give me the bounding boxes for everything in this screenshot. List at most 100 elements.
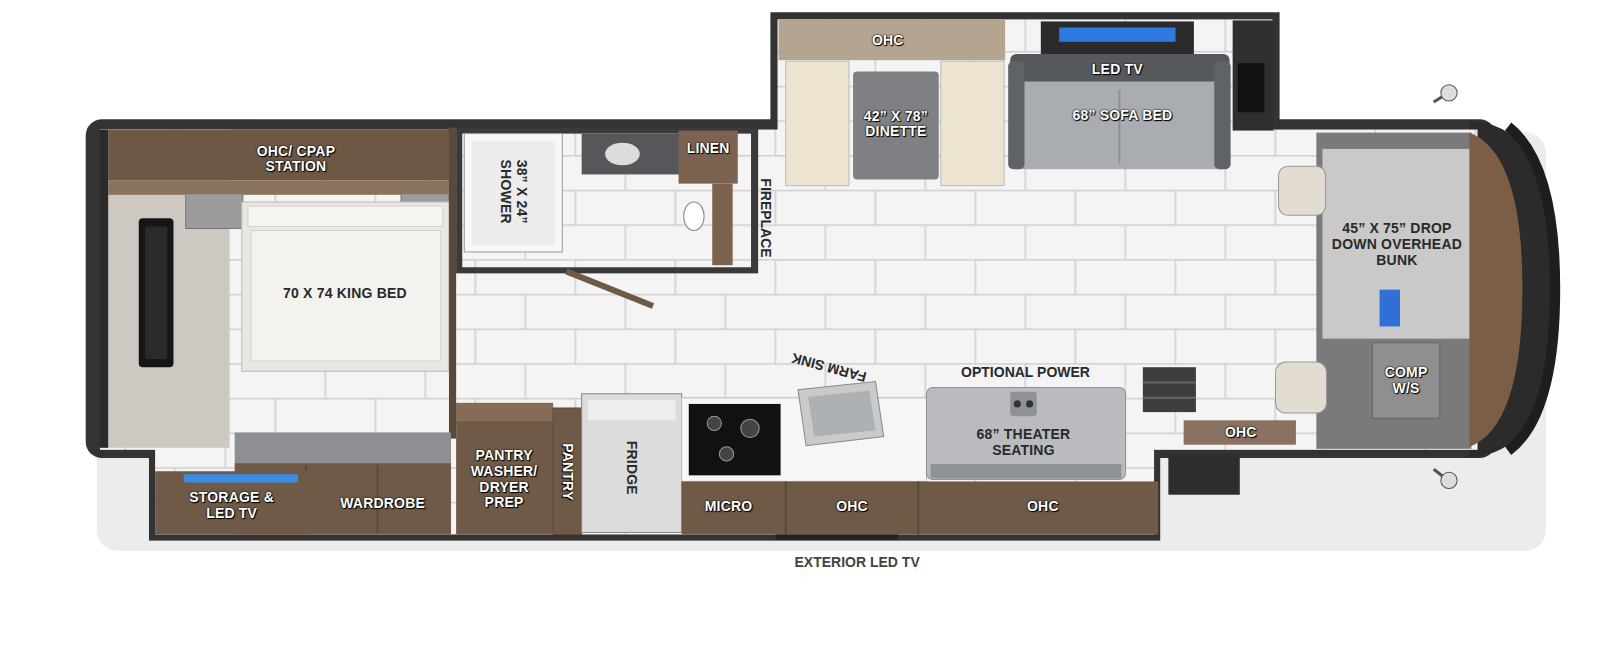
room-feature: COMP W/S xyxy=(1374,352,1437,409)
driver-seat xyxy=(1279,166,1326,215)
burner xyxy=(707,416,721,430)
pantry-top xyxy=(456,403,553,421)
window xyxy=(1238,63,1265,112)
room-label: OHC xyxy=(836,499,868,515)
room-label: PANTRY xyxy=(559,443,575,500)
toilet xyxy=(684,202,704,231)
room-feature: STORAGE & LED TV xyxy=(183,485,281,528)
room-feature: 42” X 78” DINETTE xyxy=(853,94,939,155)
room-label: LED TV xyxy=(1092,62,1143,78)
feature-text-group: OHC xyxy=(830,33,946,49)
feature-text-group: 45” X 75” DROP DOWN OVERHEAD BUNK xyxy=(1327,221,1466,268)
cupholder xyxy=(1026,400,1033,407)
console xyxy=(1010,392,1037,416)
feature-text-group: OHC/ CPAP STATION xyxy=(232,144,361,175)
room-feature: OHC xyxy=(1014,495,1071,519)
rear-wall xyxy=(100,130,108,448)
feature-text-group: 42” X 78” DINETTE xyxy=(856,109,936,140)
room-label: STORAGE & LED TV xyxy=(186,490,278,521)
bath-floor xyxy=(462,134,751,268)
shower xyxy=(464,134,562,252)
exterior-tv-mark xyxy=(776,534,898,539)
cabinet xyxy=(1233,20,1274,130)
dinette-bench xyxy=(786,61,849,185)
feature-text-group: 70 X 74 KING BED xyxy=(276,286,413,302)
room-label: PANTRY WASHER/ DRYER PREP xyxy=(460,448,548,511)
room-feature: 45” X 75” DROP DOWN OVERHEAD BUNK xyxy=(1324,209,1469,280)
overhead-cabinet xyxy=(779,19,1006,60)
feature-text-group: OHC xyxy=(1017,499,1068,515)
sofa-seat xyxy=(1010,82,1229,170)
windshield xyxy=(1508,126,1555,450)
quilt xyxy=(251,231,441,362)
feature-text-group: COMP W/S xyxy=(1377,365,1434,396)
feature-text-group: PANTRY xyxy=(559,417,575,525)
farm-sink xyxy=(798,381,884,445)
room-feature: LED TV xyxy=(1071,58,1163,80)
room-label: OHC xyxy=(1225,425,1257,441)
bedroom-wall xyxy=(449,128,456,439)
room-label: OHC/ CPAP STATION xyxy=(232,144,361,175)
feature-text-group: LINEN xyxy=(683,141,734,157)
basin xyxy=(605,143,640,165)
plan-note: FIREPLACE xyxy=(758,179,773,258)
step-lines xyxy=(1143,383,1196,398)
room-feature: OHC/ CPAP STATION xyxy=(229,137,364,182)
nightstand xyxy=(186,194,243,229)
king-bed xyxy=(242,202,449,371)
feature-text-group: 68” THEATER SEATING xyxy=(958,427,1090,458)
entry-steps xyxy=(1143,367,1196,412)
feature-text-group: OHC xyxy=(1218,425,1263,441)
fridge-top xyxy=(588,400,676,420)
sofa-arm xyxy=(1214,61,1230,169)
dinette-bench xyxy=(941,61,1004,185)
burner xyxy=(719,447,733,461)
pantry-washer xyxy=(456,403,553,535)
room-label: 45” X 75” DROP DOWN OVERHEAD BUNK xyxy=(1327,221,1466,268)
room-feature: WARDROBE xyxy=(327,492,439,516)
vanity xyxy=(582,134,682,175)
cupholder xyxy=(1014,400,1021,407)
linen-cabinet xyxy=(679,131,738,184)
feature-text-group: 68” SOFA BED xyxy=(1049,108,1196,124)
room-feature: PANTRY WASHER/ DRYER PREP xyxy=(457,444,551,515)
lower-cabinets xyxy=(682,481,1159,534)
feature-text-group: OHC xyxy=(826,499,877,515)
tv-frame xyxy=(1041,21,1194,56)
pillows xyxy=(248,206,443,226)
cabinet-lines xyxy=(786,481,919,534)
granite-top xyxy=(235,432,451,463)
room-feature: OHC xyxy=(1215,421,1266,443)
room-label: 68” THEATER SEATING xyxy=(958,427,1090,458)
rear-window-glass xyxy=(145,226,167,359)
feature-text-group: LED TV xyxy=(1074,62,1160,78)
sink-bowl xyxy=(808,391,875,437)
room-label: FRIDGE xyxy=(624,440,640,494)
entry-door xyxy=(1168,454,1239,495)
room-label: OHC xyxy=(1027,499,1059,515)
room-feature: 38” X 24” SHOWER xyxy=(466,135,560,249)
front-cap xyxy=(1469,120,1559,458)
room-label: COMP W/S xyxy=(1377,365,1434,396)
bath-wall xyxy=(456,128,758,274)
room-feature: OHC xyxy=(827,26,949,57)
plan-note: OPTIONAL POWER xyxy=(961,366,1090,381)
room-label: LINEN xyxy=(687,141,730,157)
mirror xyxy=(1441,472,1457,488)
room-feature: 68” THEATER SEATING xyxy=(955,420,1093,465)
tv-screen xyxy=(1059,28,1175,42)
room-feature: LINEN xyxy=(680,138,737,160)
storage-cabinet xyxy=(155,471,308,534)
room-feature: PANTRY xyxy=(553,414,582,528)
mirror xyxy=(1441,85,1457,101)
room-label: 70 X 74 KING BED xyxy=(283,286,407,302)
drop-down-bunk xyxy=(1322,149,1471,339)
theater-seating xyxy=(927,388,1126,480)
room-label: OHC xyxy=(872,33,904,49)
passenger-seat xyxy=(1276,362,1327,413)
sofa-arm xyxy=(1008,61,1024,169)
feature-text-group: PANTRY WASHER/ DRYER PREP xyxy=(460,448,548,511)
feature-text-group: MICRO xyxy=(696,499,761,515)
room-label: MICRO xyxy=(705,499,753,515)
dash-screen xyxy=(1380,290,1400,327)
